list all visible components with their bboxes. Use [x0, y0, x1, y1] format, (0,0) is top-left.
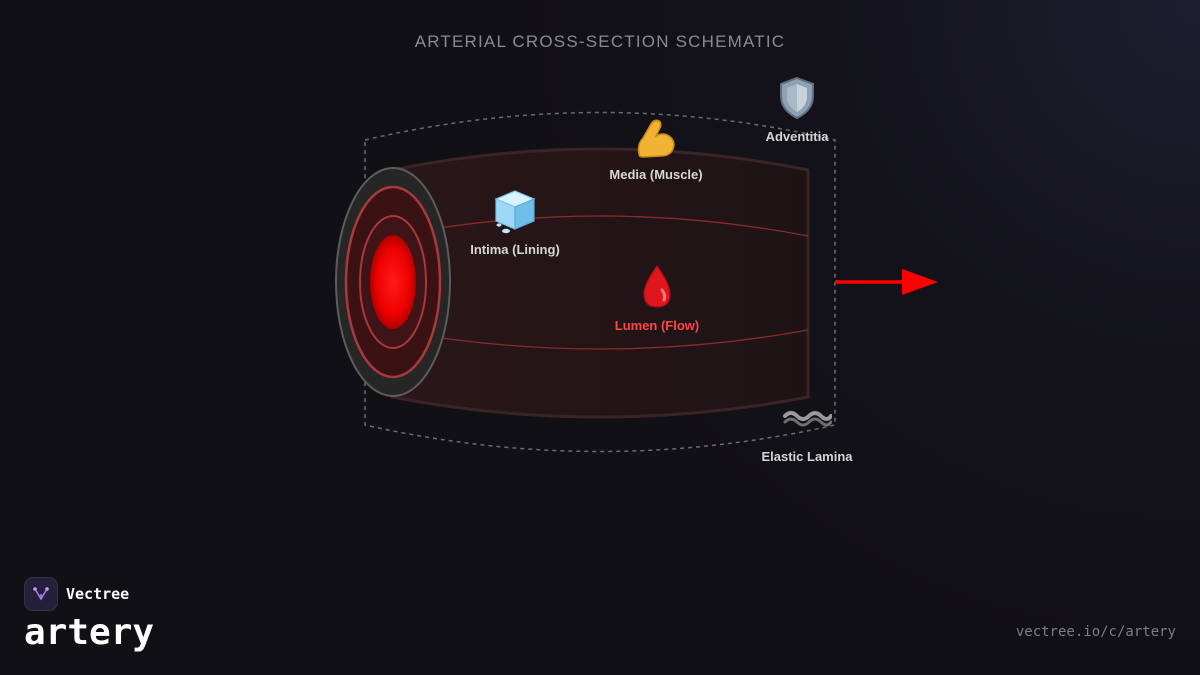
intima-lower-boundary	[391, 329, 809, 350]
flexed-biceps-icon	[637, 119, 675, 158]
page-slug: artery	[24, 612, 155, 653]
lumen-core	[370, 235, 416, 329]
blood-drop-icon	[643, 264, 671, 308]
page-url[interactable]: vectree.io/c/artery	[1015, 624, 1176, 640]
ice-cube-icon	[494, 190, 536, 234]
lumen-label: Lumen (Flow)	[614, 318, 700, 333]
brand: Vectree	[24, 577, 129, 611]
wavy-lines-icon	[783, 411, 832, 427]
media-label: Media (Muscle)	[609, 167, 703, 182]
intima-upper-boundary	[391, 215, 809, 237]
shield-icon	[780, 76, 814, 120]
diagram-title: ARTERIAL CROSS-SECTION SCHEMATIC	[414, 32, 786, 51]
intima-label: Intima (Lining)	[470, 242, 560, 257]
media-wall	[390, 147, 810, 419]
adventitia-label: Adventitia	[765, 129, 829, 144]
elastic-lamina-label: Elastic Lamina	[761, 449, 853, 464]
vectree-logo-icon	[24, 577, 58, 611]
flow-arrow	[835, 269, 938, 295]
brand-name: Vectree	[66, 585, 130, 603]
adventitia-outline	[364, 111, 836, 453]
